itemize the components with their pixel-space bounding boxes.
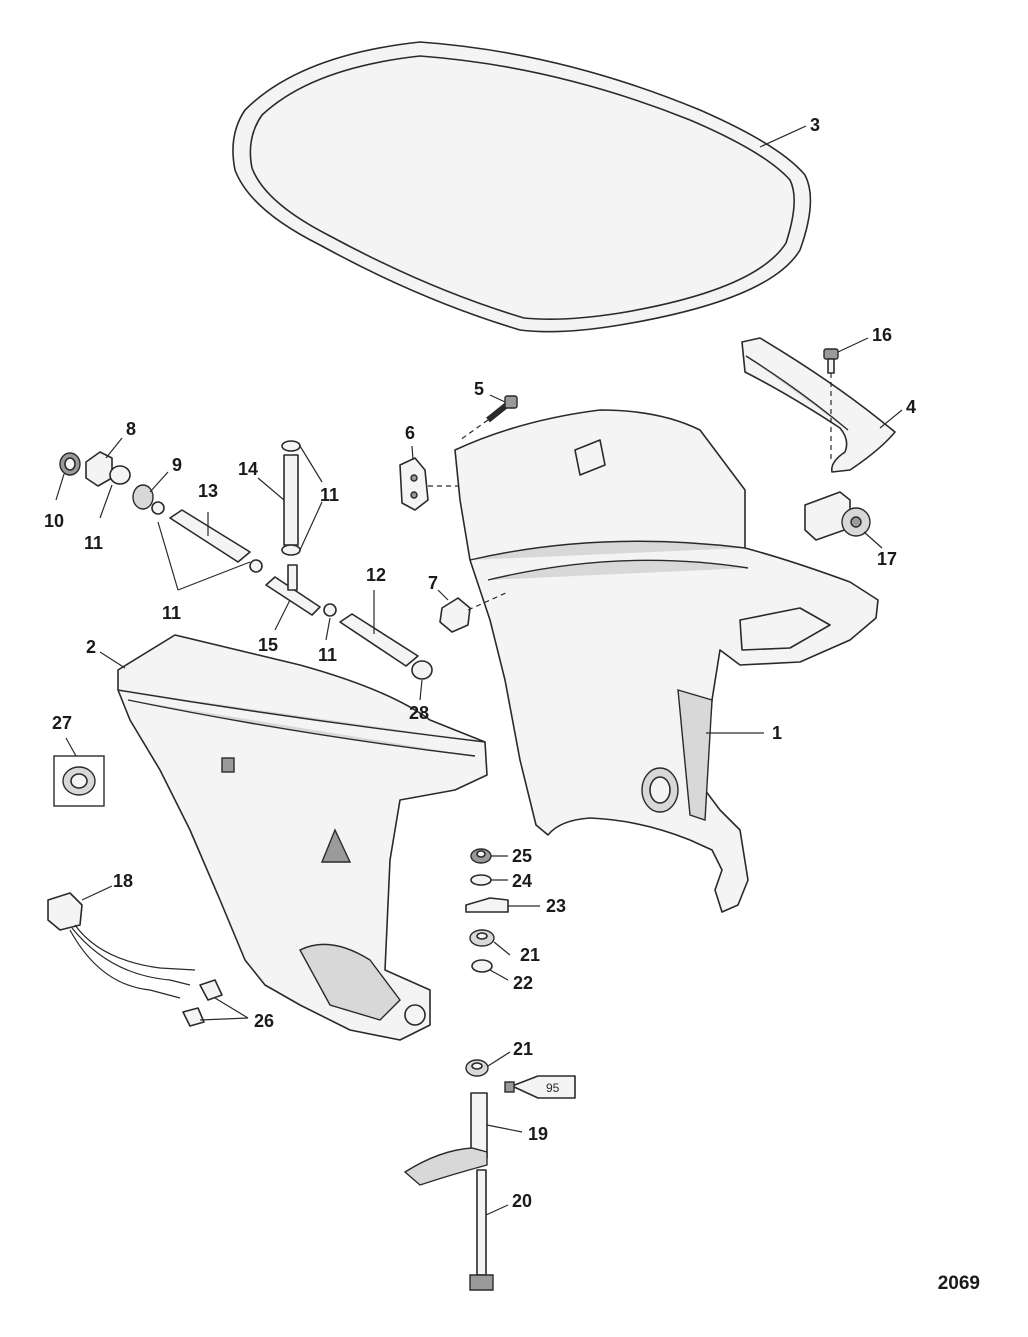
callout-7: 7: [428, 573, 439, 593]
bolt-part-5: [486, 395, 518, 423]
callout-25: 25: [512, 846, 533, 866]
callout-23: 23: [546, 896, 567, 916]
leader-28: [419, 679, 423, 701]
leader-3: [759, 125, 807, 148]
clamp-part-28: [411, 660, 433, 680]
latch-part-17: [804, 491, 871, 541]
callout-17: 17: [877, 549, 898, 569]
callout-4: 4: [906, 397, 917, 417]
bracket-part-6: [399, 457, 429, 511]
lower-cowl-part-1: [454, 409, 879, 913]
figure-number: 2069: [937, 1273, 980, 1294]
callout-27: 27: [52, 713, 73, 733]
callout-16: 16: [872, 325, 893, 345]
lever-part-23: [465, 897, 509, 913]
callout-11-right: 11: [320, 485, 340, 505]
callout-11-tee: 11: [318, 645, 338, 665]
dash-5: [459, 419, 489, 441]
leader-20: [485, 1204, 509, 1216]
rear-cover-part-4: [741, 337, 896, 473]
callout-11-left: 11: [84, 533, 104, 553]
hose-part-12: [339, 613, 419, 667]
callout-24: 24: [512, 871, 533, 891]
fitting-cluster: [59, 451, 165, 515]
seal-ring-part-3: [232, 41, 812, 333]
leader-18: [81, 885, 113, 901]
leader-11b-bot: [299, 501, 323, 551]
ring-part-22: [471, 959, 493, 973]
leader-14: [257, 477, 285, 501]
callout-20: 20: [512, 1191, 533, 1211]
pins-part-26: [182, 979, 223, 1027]
clip-part-11-b: [323, 603, 337, 617]
leader-5: [489, 394, 506, 403]
leader-8: [105, 437, 123, 459]
screw-part-16: [823, 348, 839, 374]
clip-part-11: [249, 559, 263, 573]
nut-part-25: [470, 848, 492, 864]
leader-11c-b: [177, 561, 251, 591]
callout-11-bottom: 11: [162, 603, 182, 623]
bushing-part-21: [469, 929, 495, 947]
callout-21-lower: 21: [513, 1039, 534, 1059]
bushing-part-21-lower: [465, 1059, 489, 1077]
callout-10: 10: [44, 511, 65, 531]
callout-18: 18: [113, 871, 134, 891]
callout-21-upper: 21: [520, 945, 541, 965]
leader-16: [837, 337, 869, 353]
grommet-part-7: [439, 597, 471, 633]
callout-22: 22: [513, 973, 534, 993]
dash-7: [467, 591, 509, 611]
leader-17: [863, 531, 883, 549]
harness-part-18: [47, 892, 196, 999]
leader-26a: [214, 997, 249, 1019]
leader-11c-a: [157, 521, 179, 591]
tee-fitting-part-15: [265, 564, 321, 616]
bolt-part-20: [469, 1169, 494, 1291]
callout-2: 2: [86, 637, 97, 657]
washer-part-24: [470, 874, 492, 886]
leader-19: [486, 1124, 523, 1133]
leader-7: [437, 589, 449, 601]
leader-6: [411, 445, 414, 461]
callout-6: 6: [405, 423, 416, 443]
lower-cowl-part-2: [117, 634, 488, 1041]
leader-9: [149, 471, 169, 493]
callout-13: 13: [198, 481, 219, 501]
leader-15: [274, 599, 291, 631]
leader-4: [879, 409, 903, 429]
callout-19: 19: [528, 1124, 549, 1144]
callout-14: 14: [238, 459, 259, 479]
callout-1: 1: [772, 723, 783, 743]
callout-9: 9: [172, 455, 183, 475]
callout-8: 8: [126, 419, 137, 439]
leader-11a: [99, 484, 113, 519]
hose-part-13: [169, 509, 251, 563]
tube-label: 95: [546, 1081, 560, 1095]
leader-21a: [493, 941, 511, 956]
hose-part-14: [281, 440, 301, 556]
leader-22: [489, 969, 509, 981]
callout-5: 5: [474, 379, 485, 399]
callout-15: 15: [258, 635, 279, 655]
callout-26: 26: [254, 1011, 275, 1031]
leader-11b-top: [299, 445, 323, 483]
callout-12: 12: [366, 565, 387, 585]
lubricant-tube: [504, 1075, 576, 1099]
callout-28: 28: [409, 703, 430, 723]
leader-10: [55, 473, 65, 501]
pivot-arm-part-19: [403, 1092, 488, 1186]
leader-2: [99, 651, 126, 669]
leader-11d: [325, 617, 331, 641]
leader-27: [65, 737, 77, 757]
callout-3: 3: [810, 115, 821, 135]
leader-26b: [199, 1017, 249, 1021]
leader-21b: [487, 1051, 511, 1067]
plug-part-27: [53, 755, 105, 807]
